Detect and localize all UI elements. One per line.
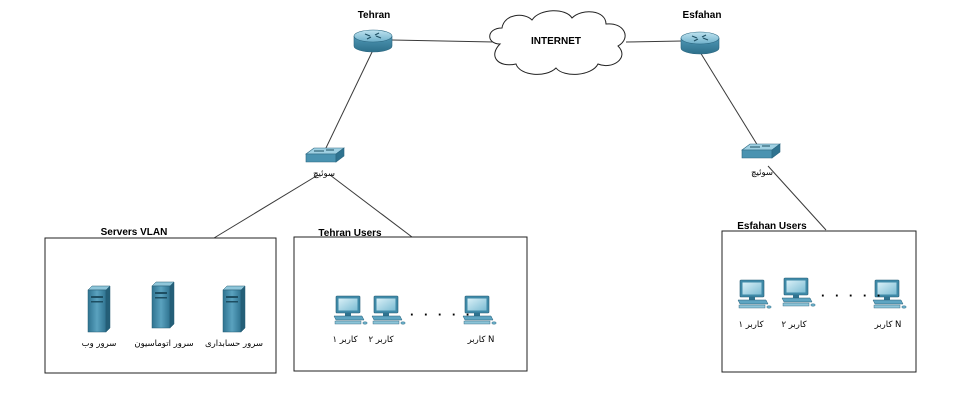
tehran-switch[interactable] bbox=[305, 147, 345, 163]
user-label: کاربر ۲ bbox=[781, 320, 807, 330]
servers-vlan-box bbox=[44, 237, 277, 374]
esfahan-user-2[interactable] bbox=[781, 277, 816, 307]
tehran-users-box bbox=[293, 236, 528, 372]
server-label: سرور حسابداری bbox=[205, 339, 263, 349]
server-icon bbox=[151, 281, 175, 329]
switch-icon bbox=[741, 143, 781, 159]
user-label: کاربر ۲ bbox=[368, 335, 394, 345]
link-switch-esfahan-users bbox=[767, 165, 827, 231]
esfahan-switch[interactable] bbox=[741, 143, 781, 159]
tehran-users-title: Tehran Users bbox=[318, 228, 382, 239]
user-label: کاربر N bbox=[874, 320, 902, 330]
esfahan-user-1[interactable] bbox=[737, 279, 772, 309]
tehran-user-2[interactable] bbox=[371, 295, 406, 325]
esfahan-router-label: Esfahan bbox=[683, 10, 722, 21]
internet-cloud: INTERNET bbox=[489, 10, 626, 75]
automation-server[interactable] bbox=[151, 281, 175, 329]
user-label: کاربر ۱ bbox=[332, 335, 358, 345]
esfahan-users-title: Esfahan Users bbox=[737, 221, 807, 232]
servers-vlan-title: Servers VLAN bbox=[101, 227, 168, 238]
link-switch-servers bbox=[213, 174, 319, 239]
pc-icon bbox=[371, 295, 406, 325]
esfahan-switch-label: سوئیچ bbox=[751, 168, 773, 178]
link-tehran-router-switch bbox=[324, 49, 374, 151]
web-server[interactable] bbox=[87, 285, 111, 333]
link-internet-esfahan bbox=[625, 40, 683, 43]
tehran-users-ellipsis: · · · · · bbox=[410, 307, 473, 322]
server-label: سرور اتوماسیون bbox=[134, 339, 193, 349]
esfahan-users-box bbox=[721, 230, 917, 373]
link-esfahan-router-switch bbox=[699, 51, 759, 147]
server-icon bbox=[87, 285, 111, 333]
pc-icon bbox=[781, 277, 816, 307]
tehran-switch-label: سوئیچ bbox=[313, 169, 335, 179]
link-switch-tehran-users bbox=[329, 174, 413, 238]
tehran-user-1[interactable] bbox=[333, 295, 368, 325]
tehran-router[interactable] bbox=[353, 29, 393, 53]
pc-icon bbox=[333, 295, 368, 325]
internet-label: INTERNET bbox=[531, 36, 581, 47]
router-icon bbox=[680, 31, 720, 55]
server-label: سرور وب bbox=[82, 339, 117, 349]
user-label: کاربر N bbox=[467, 335, 495, 345]
esfahan-users-ellipsis: · · · · · bbox=[821, 288, 884, 303]
tehran-router-label: Tehran bbox=[358, 10, 391, 21]
pc-icon bbox=[737, 279, 772, 309]
accounting-server[interactable] bbox=[222, 285, 246, 333]
link-tehran-internet bbox=[391, 39, 495, 43]
switch-icon bbox=[305, 147, 345, 163]
esfahan-router[interactable] bbox=[680, 31, 720, 55]
router-icon bbox=[353, 29, 393, 53]
user-label: کاربر ۱ bbox=[738, 320, 764, 330]
server-icon bbox=[222, 285, 246, 333]
